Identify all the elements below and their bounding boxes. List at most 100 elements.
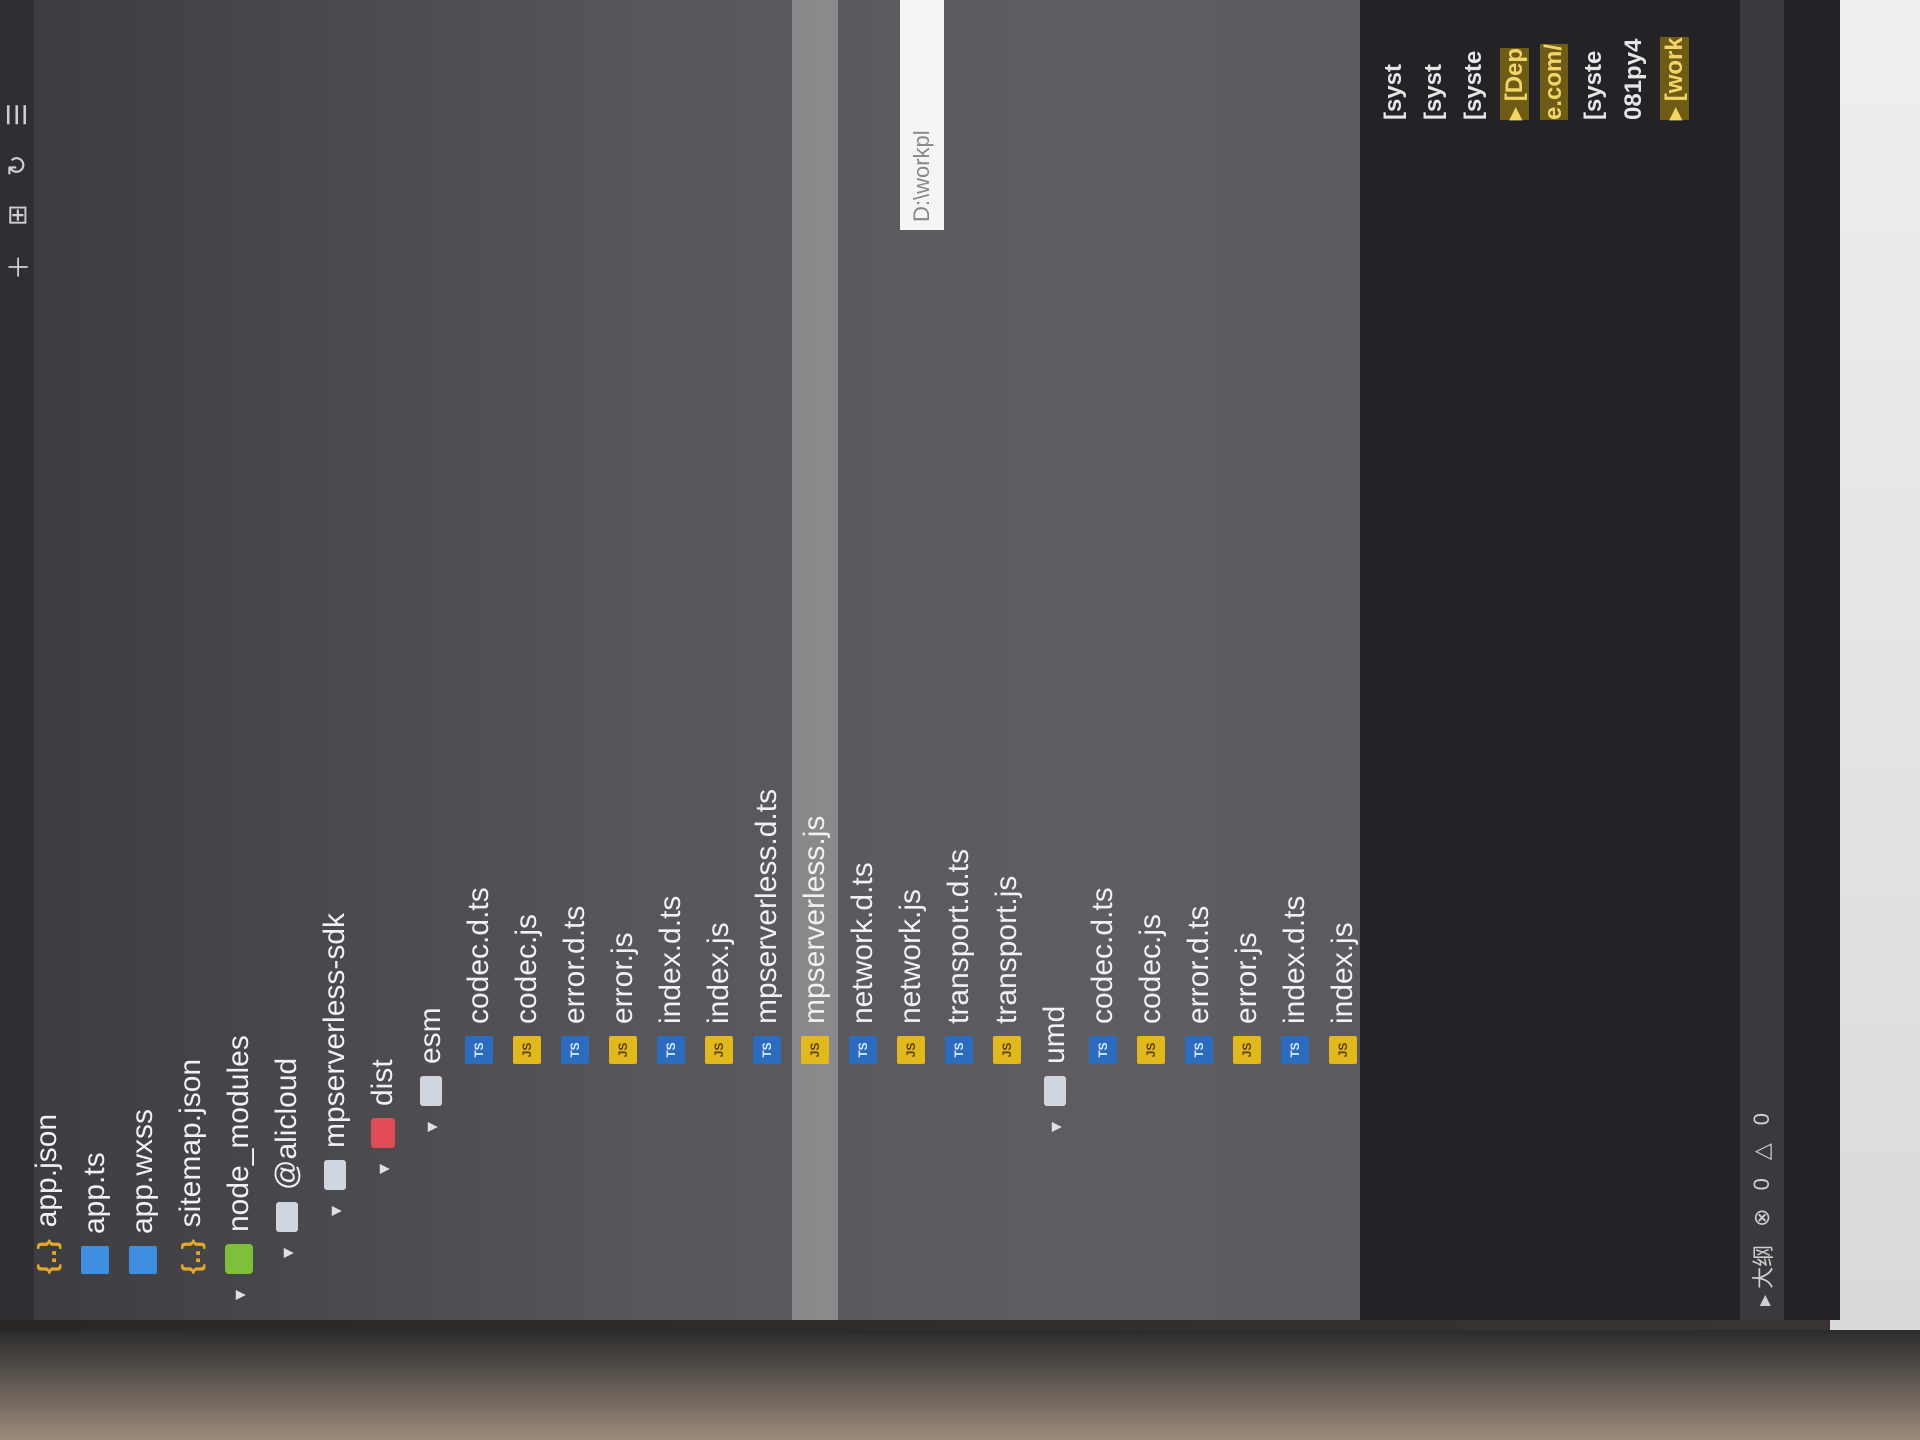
warning-count[interactable]: 0 [1749,1112,1774,1126]
tree-item-label: network.js [894,888,927,1024]
tree-item-label: mpserverless-sdk [318,912,351,1148]
outline-toggle[interactable]: ▸ 大纲 [1751,1244,1776,1306]
javascript-file-icon: JS [1233,1036,1261,1064]
folder-icon [420,1076,442,1106]
tree-item-label: index.js [702,922,735,1024]
javascript-file-icon: JS [609,1036,637,1064]
tree-item[interactable]: JS network.js [888,889,934,1090]
tree-item[interactable]: ▾ mpserverless-sdk [312,913,358,1216]
tree-item[interactable]: app.ts [72,1152,118,1300]
tree-item-label: dist [366,1059,399,1106]
console-line: [syste [1580,50,1607,120]
javascript-file-icon: JS [801,1036,829,1064]
tree-item-label: error.d.ts [1182,905,1215,1024]
tree-item[interactable]: TS codec.d.ts [456,887,502,1090]
selection-highlight [792,0,838,1320]
chevron-down-icon[interactable]: ▾ [372,1163,395,1174]
typescript-file-icon: TS [849,1036,877,1064]
console-line: [syst [1420,63,1447,120]
tree-item-label: index.d.ts [654,895,687,1024]
collapse-icon[interactable]: ☰ [1,103,32,127]
tree-item-label: error.d.ts [558,905,591,1024]
folder-icon [276,1202,298,1232]
tree-item-label: network.d.ts [846,862,879,1024]
tree-item-label: index.d.ts [1278,895,1311,1024]
tree-item-label: transport.js [990,875,1023,1024]
refresh-icon[interactable]: ↻ [1,154,32,177]
tree-item-label: sitemap.json [174,1058,207,1228]
tree-item[interactable]: ▾ dist [360,1059,406,1174]
node-icon [225,1244,253,1274]
typescript-file-icon: TS [1185,1036,1213,1064]
monitor-bezel [0,1330,1920,1440]
tree-item-label: @alicloud [270,1057,303,1190]
javascript-file-icon: JS [897,1036,925,1064]
tree-item[interactable]: JS index.js [696,922,742,1090]
tree-item[interactable]: TS error.d.ts [1176,906,1222,1090]
tree-item-label: codec.d.ts [462,887,495,1024]
folder-icon [324,1160,346,1190]
console-line: 081py4 [1620,38,1647,120]
tree-item[interactable]: TS network.d.ts [840,862,886,1090]
chevron-down-icon[interactable]: ▾ [324,1205,347,1216]
wall-background [1830,0,1920,1440]
tree-item-label: app.json [30,1113,63,1228]
console-warning-line: ▸ [Dep [1500,47,1529,120]
plus-icon[interactable]: ＋ [3,253,34,280]
tree-item[interactable]: ▾node_modules [216,1035,262,1300]
typescript-file-icon: TS [561,1036,589,1064]
typescript-file-icon: TS [945,1036,973,1064]
tree-item[interactable]: ▾umd [1032,1006,1078,1132]
tree-item-label: codec.d.ts [1086,887,1119,1024]
tree-item[interactable]: app.wxss [120,1109,166,1300]
javascript-file-icon: JS [705,1036,733,1064]
tree-item-label: mpserverless.js [798,815,831,1024]
tree-item[interactable]: JS error.js [600,932,646,1090]
chevron-down-icon[interactable]: ▾ [228,1289,251,1300]
error-icon: ⊗ [1749,1208,1774,1227]
json-file-icon: {..} [32,1239,62,1274]
new-folder-icon[interactable]: ⊞ [1,204,32,226]
typescript-file-icon: TS [465,1036,493,1064]
tree-item-label: error.js [1230,932,1263,1024]
javascript-file-icon: JS [513,1036,541,1064]
folder-icon [1044,1076,1066,1106]
typescript-file-icon: TS [1089,1036,1117,1064]
outline-label: 大纲 [1751,1244,1776,1289]
chevron-down-icon[interactable]: ▾ [276,1247,299,1258]
console-line: [syst [1380,63,1407,120]
tree-item-label: transport.d.ts [942,848,975,1024]
css-file-icon [129,1246,157,1274]
chevron-down-icon[interactable]: ▾ [1044,1121,1067,1132]
chevron-down-icon[interactable]: ▾ [420,1121,443,1132]
warning-icon: △ [1749,1143,1774,1161]
tree-item[interactable]: JS error.js [1224,932,1270,1090]
javascript-file-icon: JS [1329,1036,1357,1064]
tree-item[interactable]: ▾ esm [408,1007,454,1132]
dist-folder-icon [371,1118,395,1148]
tree-item-label: app.wxss [126,1108,159,1234]
outline-status-bar: ▸ 大纲 ⊗ 0 △ 0 [1740,0,1784,1320]
tree-item[interactable]: {..} sitemap.json [168,1059,214,1300]
console-warning-line: ▸ [work [1660,37,1689,120]
tree-item[interactable]: {..} app.json [24,1114,70,1300]
tree-item[interactable]: TS transport.d.ts [936,849,982,1090]
tree-item-label: codec.js [1134,913,1167,1024]
tree-item[interactable]: TS codec.d.ts [1080,887,1126,1090]
tree-item[interactable]: TS error.d.ts [552,906,598,1090]
typescript-file-icon [81,1246,109,1274]
path-tooltip: D:\workpl [900,0,944,230]
tree-item-label: esm [414,1007,447,1064]
error-count[interactable]: 0 [1749,1178,1774,1191]
tree-item[interactable]: JS mpserverless.js [792,816,838,1090]
tree-item-label: error.js [606,932,639,1024]
tree-item[interactable]: ▾ @alicloud [264,1058,310,1258]
typescript-file-icon: TS [753,1036,781,1064]
json-file-icon: {..} [176,1239,206,1274]
